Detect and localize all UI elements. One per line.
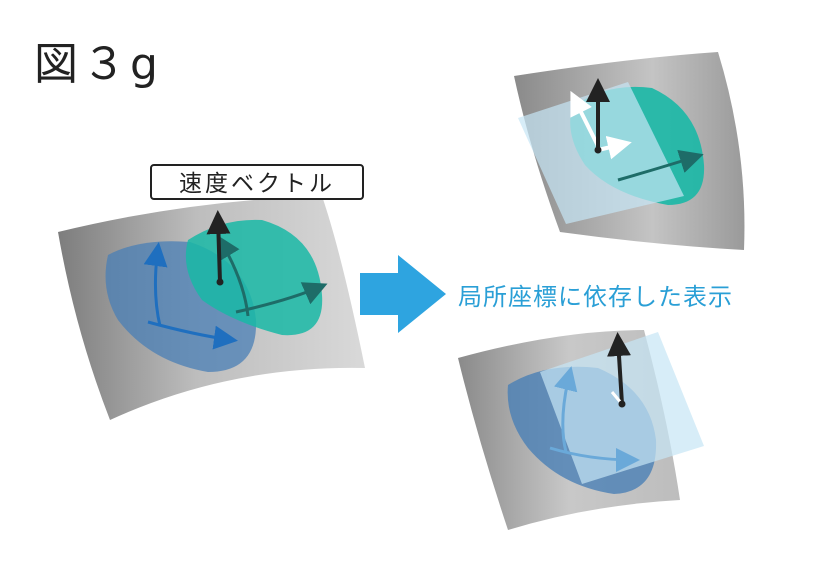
top-right-tangent-plane [518,82,684,224]
transform-arrow [360,255,446,333]
bottom-right-blue-axis-right [549,446,640,472]
left-blue-axis-right [147,320,238,350]
top-right-surface-group [514,52,745,250]
left-velocity-vector [206,210,231,283]
bottom-right-blue-axis-up [553,366,578,453]
bottom-right-velocity-origin [618,400,626,408]
top-right-velocity-origin [594,146,602,154]
left-surface-group [58,196,365,420]
local-coordinate-label: 局所座標に依存した表示 [458,283,733,311]
left-velocity-origin [216,278,224,286]
bottom-right-tangent-plane [540,332,704,484]
top-right-white-axis-right [597,135,632,160]
velocity-vector-label: 速度ベクトル [150,164,364,200]
top-right-white-axis-up [570,90,600,147]
figure-title: 図３g [34,39,162,90]
bottom-right-velocity-vector [607,332,631,405]
left-teal-axis-right [235,282,328,314]
top-right-teal-axis-right [617,149,704,182]
bottom-right-surface-group [458,330,704,530]
left-blue-axis-up [143,242,168,327]
